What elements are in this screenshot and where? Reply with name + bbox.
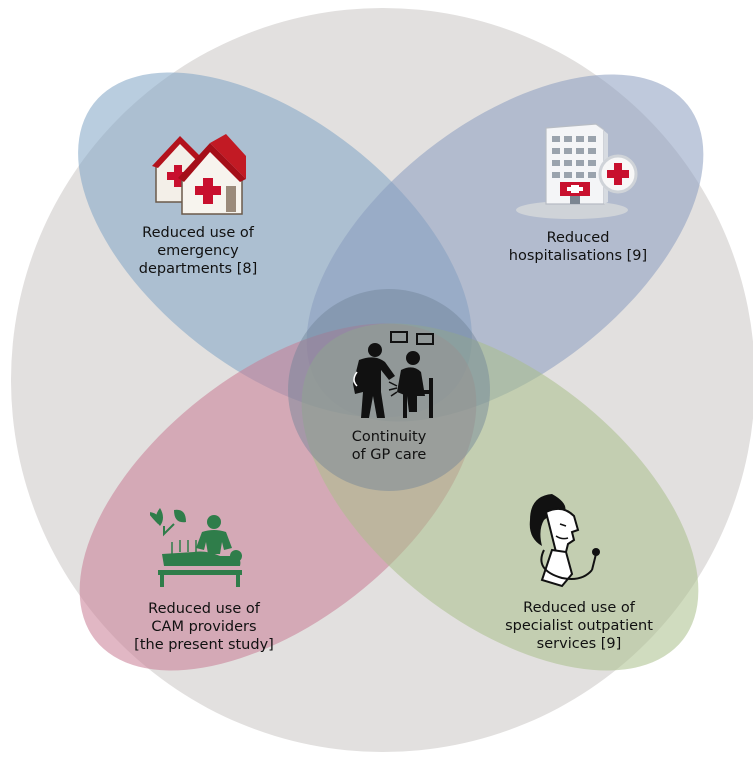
label-specialist: Reduced use of specialist outpatient ser… xyxy=(484,599,674,653)
label-emergency-line-1: Reduced use of xyxy=(142,225,254,241)
cam-therapy-icon xyxy=(150,508,242,587)
label-specialist-line-1: Reduced use of xyxy=(523,600,635,616)
label-hospital-line-1: Reduced xyxy=(546,230,610,246)
label-emergency-line-3: departments [8] xyxy=(138,261,258,277)
specialist-doctor-icon xyxy=(529,494,600,588)
hospital-building-icon xyxy=(516,123,638,219)
label-specialist-line-2: specialist outpatient xyxy=(505,618,653,634)
house-red-cross-icon xyxy=(152,134,246,215)
label-center: Continuity of GP care xyxy=(329,428,449,464)
label-emergency-line-2: emergency xyxy=(157,243,239,259)
label-cam-line-3: [the present study] xyxy=(134,637,274,653)
label-cam-line-1: Reduced use of xyxy=(148,601,260,617)
label-hospital: Reduced hospitalisations [9] xyxy=(488,229,668,265)
label-center-line-2: of GP care xyxy=(351,447,427,463)
petal-specialist xyxy=(301,323,699,671)
label-center-line-1: Continuity xyxy=(351,429,427,445)
label-emergency: Reduced use of emergency departments [8] xyxy=(128,224,268,278)
label-cam-line-2: CAM providers xyxy=(151,619,257,635)
label-specialist-line-3: services [9] xyxy=(536,636,622,652)
label-cam: Reduced use of CAM providers [the presen… xyxy=(119,600,289,654)
label-hospital-line-2: hospitalisations [9] xyxy=(508,248,648,264)
doctor-patient-icon xyxy=(353,331,434,418)
